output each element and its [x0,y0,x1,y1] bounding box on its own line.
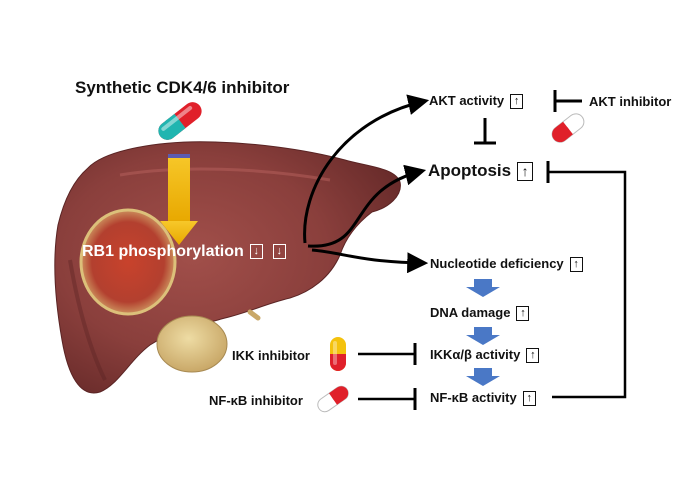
liver-shape [54,141,401,394]
arrow-rb1-to-nucleotide [311,248,429,274]
liver-shading [119,167,331,182]
akt-up-arrow: ↑ [510,94,524,110]
drug-arrow-stripe [168,154,190,158]
cascade-arrow-1 [466,279,500,297]
nucleotide-label: Nucleotide deficiency [430,256,564,271]
drug-arrow-shaft [168,154,190,222]
gallbladder [156,315,228,373]
nfkb-inhibitor-label: NF-κB inhibitor [209,393,303,408]
nfkb-inhibitor-pill-icon [317,385,349,413]
nucleotide-node: Nucleotide deficiency ↑ [430,256,583,273]
akt-activity-label: AKT activity [429,93,505,108]
arrow-rb1-to-akt [303,94,430,244]
nfkb-activity-node: NF-κB activity ↑ [430,390,536,407]
cascade-arrow-2 [466,327,500,345]
inhibit-nfkb-apoptosis [548,170,627,399]
nfkb-activity-up-arrow: ↑ [522,391,536,407]
apoptosis-label: Apoptosis [428,161,512,180]
cdk46-pill-icon [158,102,202,140]
ikk-inhibitor-pill-icon [330,337,346,371]
dna-damage-label: DNA damage [430,305,511,320]
liver-shading-2 [68,259,107,381]
tumor [79,208,177,316]
apoptosis-up-arrow: ↑ [517,162,534,182]
akt-inhibitor-pill-icon [551,113,585,143]
apoptosis-node: Apoptosis ↑ [428,161,534,182]
ikk-inhibitor-label: IKK inhibitor [232,348,310,363]
ikk-activity-up-arrow: ↑ [526,348,540,364]
nucleotide-up-arrow: ↑ [569,257,583,273]
ikk-activity-node: IKKα/β activity ↑ [430,347,540,364]
akt-inhibitor-label: AKT inhibitor [589,94,672,109]
rb1-node: RB1 phosphorylation ↓ ↓ [82,244,286,260]
nfkb-activity-label: NF-κB activity [430,390,517,405]
dna-damage-up-arrow: ↑ [516,306,530,322]
arrow-rb1-to-apoptosis [307,164,427,248]
title: Synthetic CDK4/6 inhibitor [75,78,290,97]
rb1-down-arrow-1: ↓ [249,244,263,260]
bile-duct [247,309,261,321]
akt-activity-node: AKT activity ↑ [429,93,524,110]
dna-damage-node: DNA damage ↑ [430,305,530,322]
cascade-arrow-3 [466,368,500,386]
rb1-label: RB1 phosphorylation [82,243,244,260]
drug-arrow-head [160,221,198,245]
rb1-down-arrow-2: ↓ [272,244,286,260]
ikk-activity-label: IKKα/β activity [430,347,521,362]
